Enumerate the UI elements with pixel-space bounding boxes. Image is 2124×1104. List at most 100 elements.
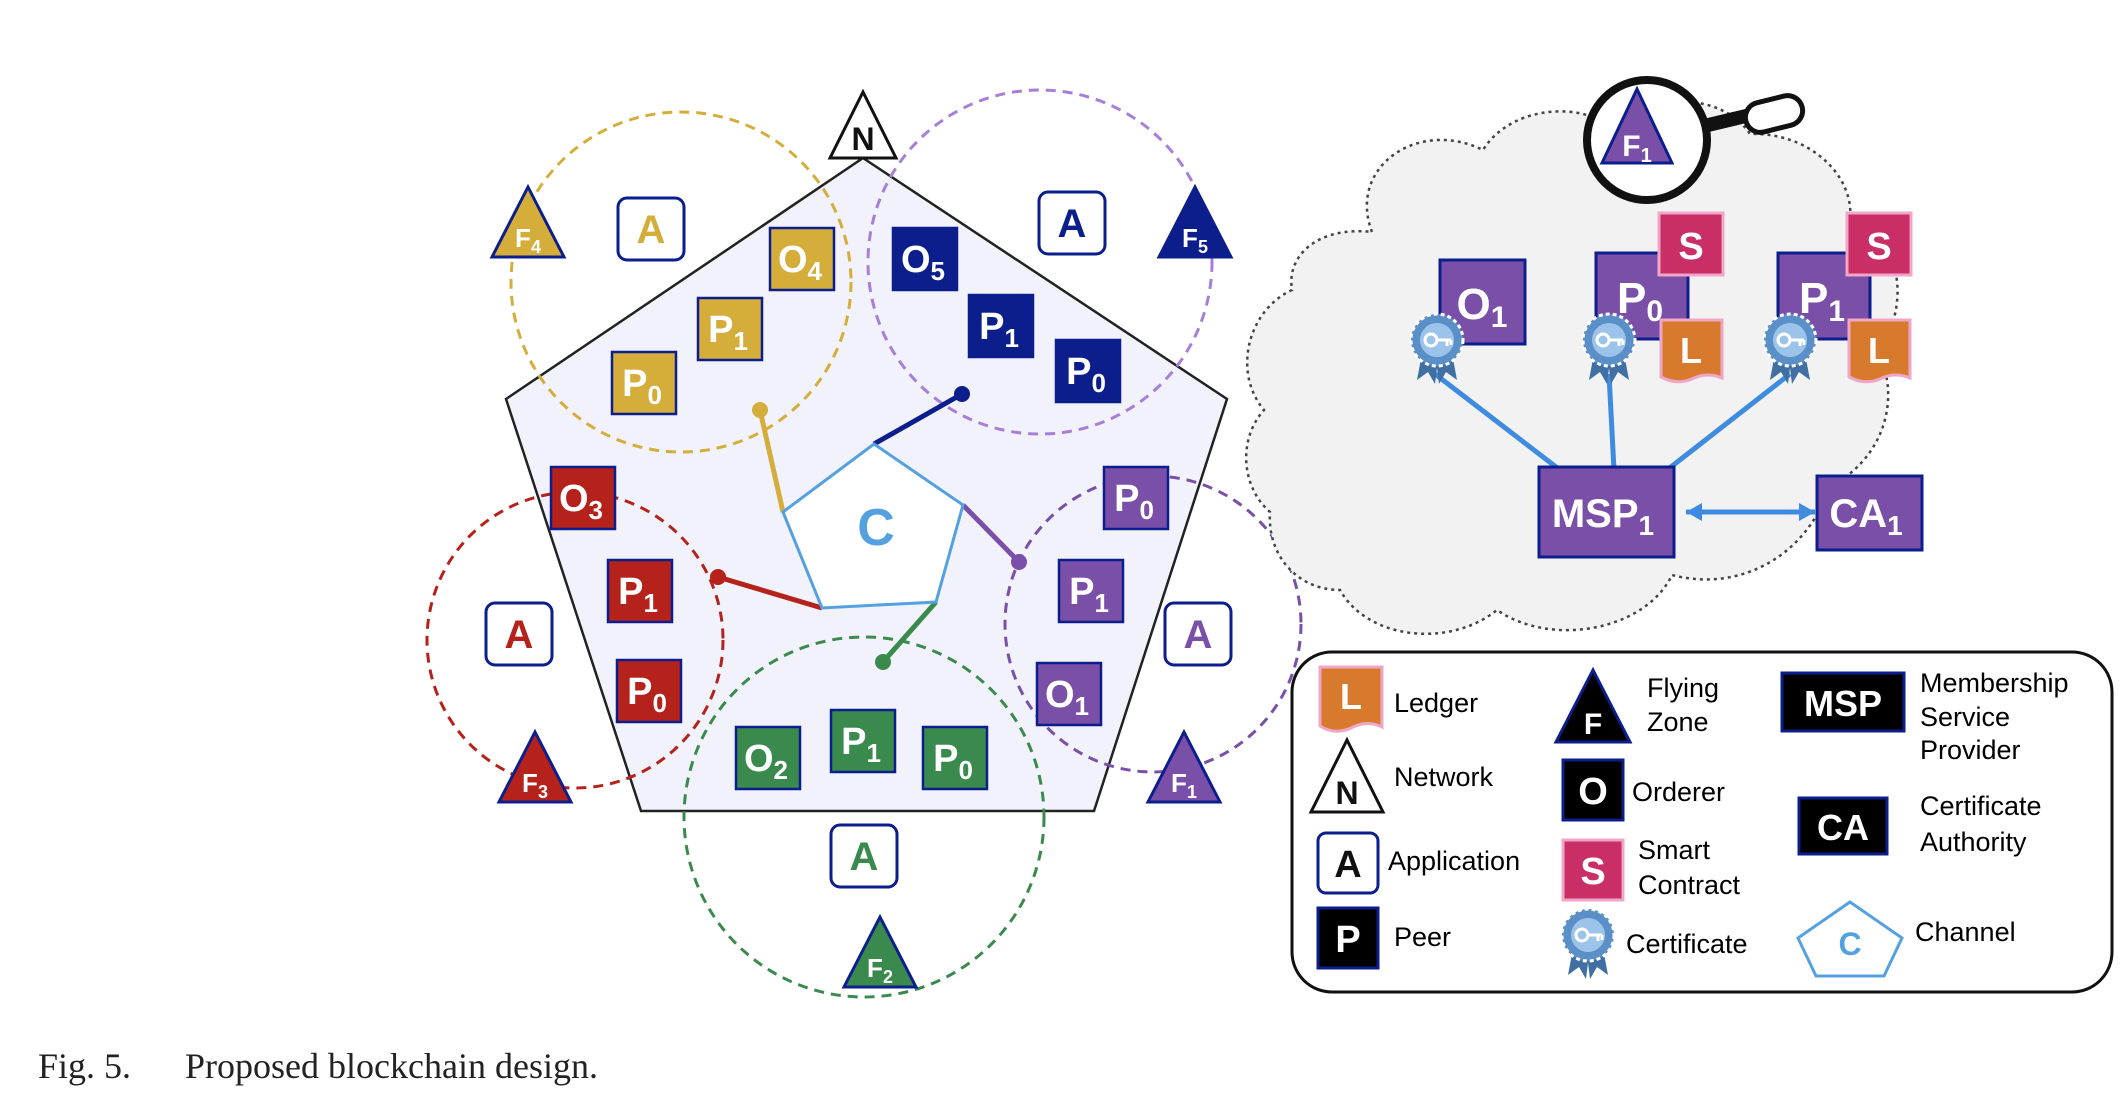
application-node: A bbox=[1037, 190, 1107, 256]
peer-node: P1 bbox=[1057, 558, 1125, 624]
svg-text:CA1: CA1 bbox=[1829, 492, 1902, 541]
zoomed-organization: F1 O1 P0 S L P1 S L bbox=[1245, 76, 1924, 636]
svg-text:S: S bbox=[1866, 226, 1891, 268]
svg-text:P: P bbox=[1335, 919, 1360, 961]
node-label: P1 bbox=[841, 721, 881, 768]
orderer-node: O2 bbox=[734, 725, 802, 791]
node-label: O4 bbox=[778, 239, 823, 286]
zoom-ledger-0 bbox=[1659, 318, 1724, 384]
node-label: P1 bbox=[1069, 571, 1109, 618]
svg-text:P0: P0 bbox=[1617, 274, 1663, 328]
caption-text: Proposed blockchain design. bbox=[185, 1046, 598, 1086]
application-label: A bbox=[505, 613, 534, 657]
legend-ca: CA Certificate Authority bbox=[1797, 791, 2042, 857]
svg-text:Contract: Contract bbox=[1638, 870, 1741, 900]
svg-text:C: C bbox=[1838, 926, 1861, 962]
svg-text:A: A bbox=[1334, 844, 1361, 886]
peer-node: P0 bbox=[610, 350, 678, 416]
orderer-node: O3 bbox=[549, 465, 617, 531]
svg-text:L: L bbox=[1868, 330, 1890, 371]
zoom-peer-0: P0 S L bbox=[1581, 211, 1725, 386]
node-label: P0 bbox=[622, 363, 662, 410]
channel-label: C bbox=[857, 499, 895, 557]
zoom-ca: CA1 bbox=[1815, 474, 1924, 552]
svg-text:MSP1: MSP1 bbox=[1552, 492, 1654, 541]
peer-node: P0 bbox=[615, 658, 683, 724]
svg-text:Smart: Smart bbox=[1638, 835, 1711, 865]
application-label: A bbox=[850, 835, 879, 879]
svg-text:Service: Service bbox=[1920, 702, 2010, 732]
zoom-flying-zone bbox=[1599, 85, 1675, 165]
caption-label: Fig. 5. bbox=[38, 1046, 132, 1086]
svg-text:L: L bbox=[1340, 676, 1362, 717]
figure-caption: Fig. 5. Proposed blockchain design. bbox=[38, 1045, 598, 1087]
org-circle-green bbox=[682, 635, 1046, 999]
orderer-icon bbox=[1561, 758, 1625, 822]
legend-flying-zone: F Flying Zone bbox=[1553, 666, 1719, 744]
legend: L Ledger N Network A Application P Peer … bbox=[1290, 650, 2114, 994]
legend-application: A Application bbox=[1316, 831, 1520, 895]
svg-text:Zone: Zone bbox=[1647, 707, 1709, 737]
node-label: O1 bbox=[1045, 674, 1089, 721]
svg-text:MSP: MSP bbox=[1804, 683, 1882, 724]
svg-text:Certificate: Certificate bbox=[1626, 929, 1748, 959]
peer-icon bbox=[1316, 906, 1380, 970]
peer-node: P0 bbox=[1102, 465, 1170, 531]
legend-ledger: L Ledger bbox=[1318, 665, 1478, 733]
svg-text:Certificate: Certificate bbox=[1920, 791, 2042, 821]
orderer-node: O1 bbox=[1035, 661, 1103, 727]
flying-zone-node: F4 bbox=[489, 183, 567, 259]
svg-text:O1: O1 bbox=[1457, 280, 1508, 334]
channel-pentagon bbox=[781, 442, 965, 610]
svg-text:Flying: Flying bbox=[1647, 673, 1719, 703]
flying-zone-label: F1 bbox=[1171, 768, 1197, 802]
svg-text:Peer: Peer bbox=[1394, 922, 1451, 952]
legend-msp: MSP Membership Service Provider bbox=[1780, 668, 2069, 765]
svg-text:Ledger: Ledger bbox=[1394, 688, 1478, 718]
svg-text:L: L bbox=[1680, 330, 1702, 371]
svg-text:Application: Application bbox=[1388, 846, 1520, 876]
smart-contract-icon bbox=[1561, 838, 1625, 902]
legend-orderer: O Orderer bbox=[1561, 758, 1725, 822]
application-node: A bbox=[1163, 601, 1233, 667]
org-circle-yellow bbox=[509, 110, 853, 454]
peer-node: P0 bbox=[1054, 338, 1122, 404]
channel: C bbox=[781, 442, 965, 610]
application-label: A bbox=[1058, 202, 1087, 246]
peer-node: P1 bbox=[967, 293, 1035, 359]
orderer-node: O5 bbox=[891, 226, 959, 292]
channel-icon bbox=[1796, 900, 1904, 978]
svg-text:F: F bbox=[1584, 708, 1602, 741]
magnifier: F1 bbox=[1583, 76, 1806, 204]
peer-node: P0 bbox=[921, 725, 989, 791]
application-node: A bbox=[484, 601, 554, 667]
svg-text:S: S bbox=[1580, 851, 1605, 893]
legend-box bbox=[1290, 650, 2114, 994]
flying-zone-node: F1 bbox=[1145, 728, 1223, 804]
flying-zone-label: F4 bbox=[515, 223, 541, 257]
legend-peer: P Peer bbox=[1316, 906, 1451, 970]
node-label: P0 bbox=[1066, 351, 1106, 398]
zoom-ledger-1 bbox=[1847, 318, 1912, 384]
orderer-node: O4 bbox=[768, 226, 836, 292]
zoom-smart-contract-0 bbox=[1657, 211, 1725, 277]
zoom-smart-contract-1 bbox=[1845, 211, 1913, 277]
node-label: O5 bbox=[901, 239, 945, 286]
legend-smart-contract: S Smart Contract bbox=[1561, 835, 1741, 902]
channel-connectors bbox=[710, 386, 1027, 670]
flying-zone-label: F3 bbox=[522, 768, 548, 802]
svg-text:N: N bbox=[1335, 775, 1358, 811]
svg-text:Provider: Provider bbox=[1920, 735, 2021, 765]
application-node: A bbox=[616, 196, 686, 262]
node-label: O3 bbox=[559, 478, 603, 525]
svg-text:Authority: Authority bbox=[1920, 827, 2027, 857]
peer-node: P1 bbox=[829, 708, 897, 774]
network-node-label: N bbox=[851, 121, 874, 157]
